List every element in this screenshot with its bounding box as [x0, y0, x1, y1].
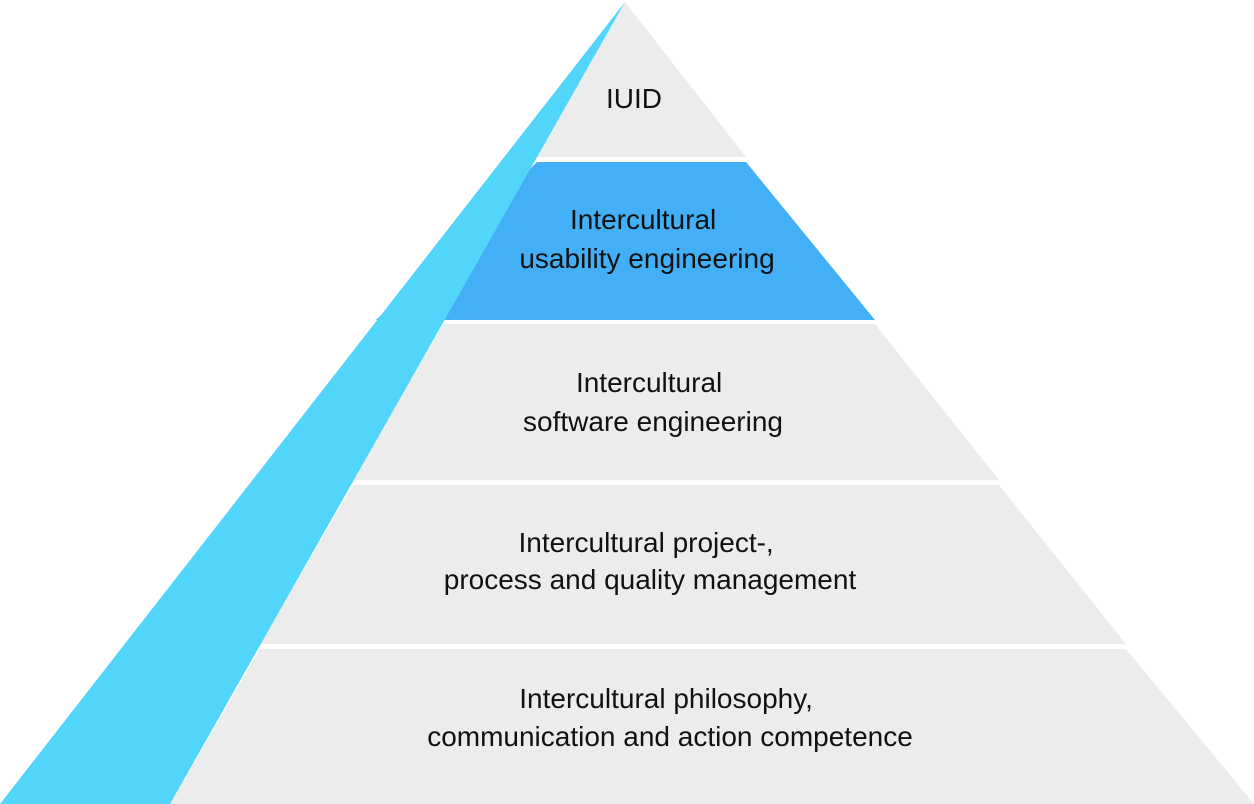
- pyramid-layer-project-management: [260, 485, 1126, 644]
- layer-label-philosophy-communication: Intercultural philosophy, communication …: [427, 683, 913, 752]
- pyramid-layer-philosophy-communication: [170, 649, 1254, 804]
- layer-label-usability-engineering: Intercultural usability engineering: [519, 204, 774, 274]
- layer-label-iuid: IUID: [606, 83, 662, 114]
- pyramid-side-face: [0, 2, 625, 804]
- pyramid-layer-iuid: [537, 2, 746, 157]
- pyramid-layer-software-engineering: [353, 324, 999, 480]
- layer-label-project-management: Intercultural project-, process and qual…: [444, 527, 857, 595]
- layer-label-software-engineering: Intercultural software engineering: [523, 367, 783, 437]
